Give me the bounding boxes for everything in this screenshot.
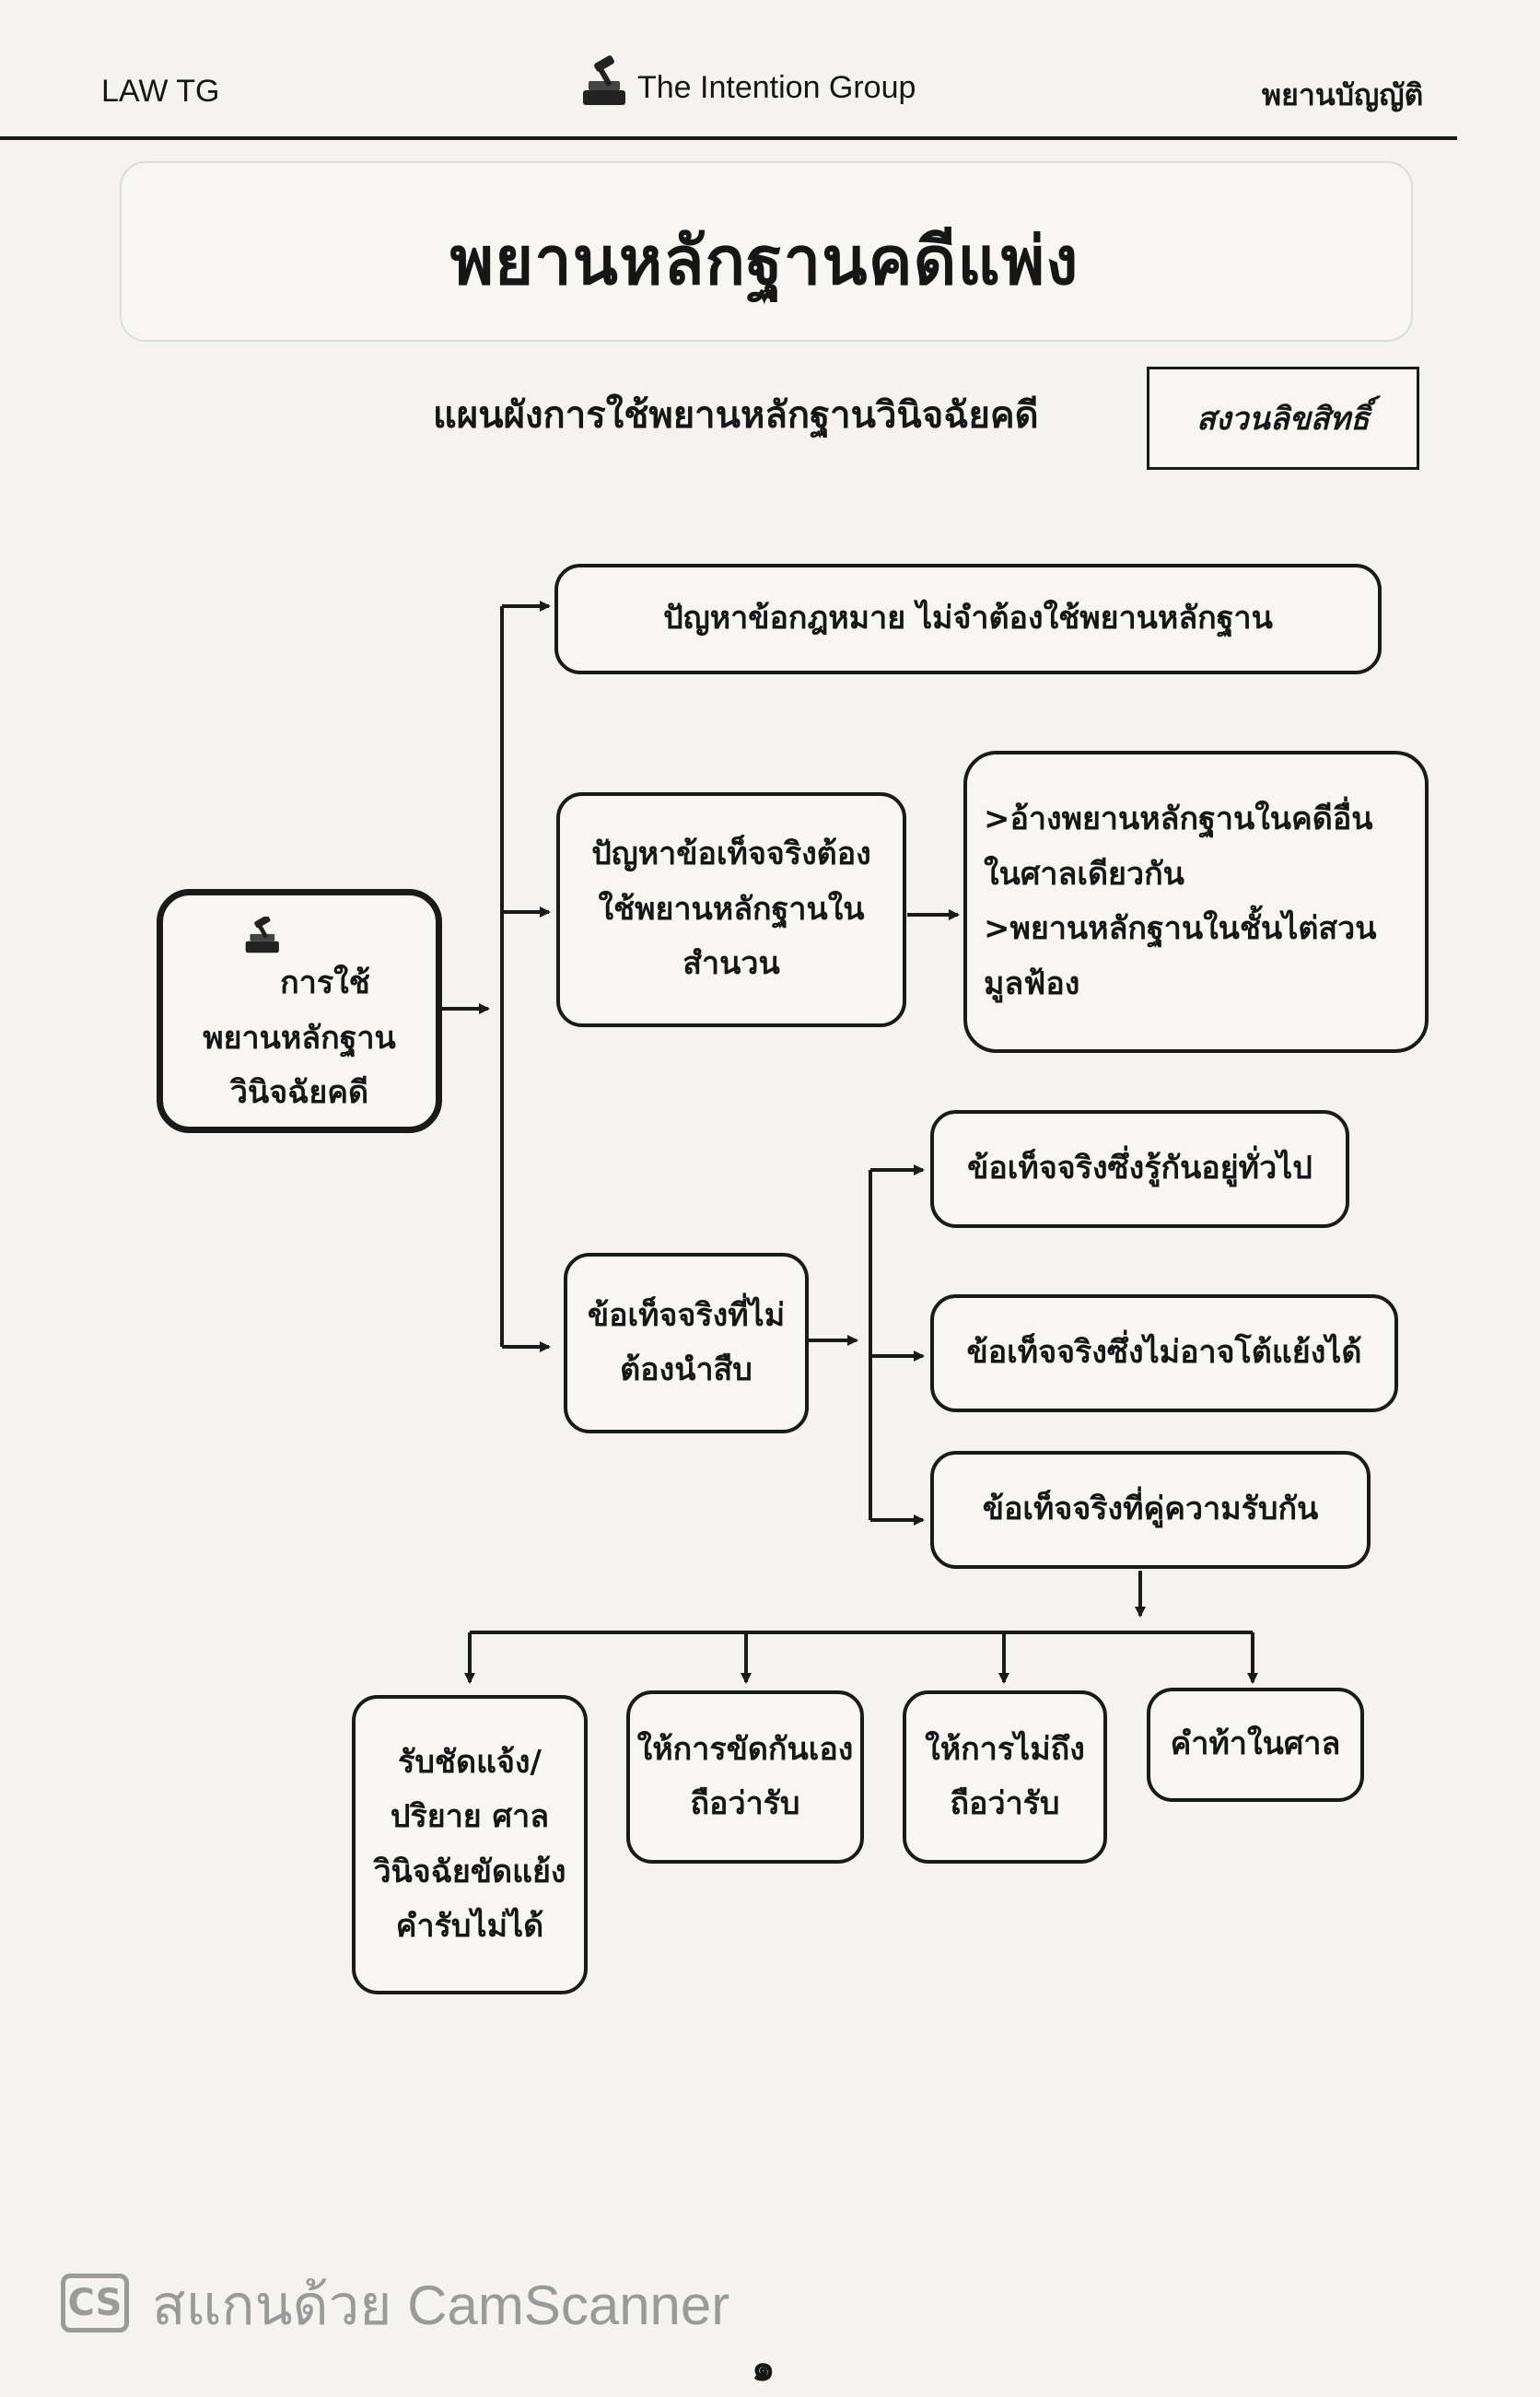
indisputable-fact-label: ข้อเท็จจริงซึ่งไม่อาจโต้แย้งได้ — [966, 1334, 1362, 1372]
page-number: ๑ — [752, 2347, 776, 2390]
known-fact-box: ข้อเท็จจริงซึ่งรู้กันอยู่ทั่วไป — [930, 1110, 1349, 1228]
contradictory-answer-label: ให้การขัดกันเอง ถือว่ารับ — [636, 1730, 854, 1823]
gavel-icon — [239, 861, 284, 953]
header-right-label: พยานบัญญัติ — [1262, 77, 1424, 112]
no-answer-box: ให้การไม่ถึง ถือว่ารับ — [903, 1690, 1107, 1864]
indisputable-fact-box: ข้อเท็จจริงซึ่งไม่อาจโต้แย้งได้ — [930, 1294, 1398, 1412]
no-proof-box: ข้อเท็จจริงที่ไม่ ต้องนำสืบ — [564, 1253, 809, 1433]
page-title: พยานหลักฐานคดีแพ่ง — [449, 222, 1079, 299]
scanner-watermark: สแกนด้วย CamScanner — [152, 2274, 730, 2336]
fact-evidence-label: ปัญหาข้อเท็จจริงต้อง ใช้พยานหลักฐานใน สำ… — [591, 836, 871, 983]
law-question-box: ปัญหาข้อกฎหมาย ไม่จำต้องใช้พยานหลักฐาน — [554, 564, 1382, 674]
fact-evidence-box: ปัญหาข้อเท็จจริงต้อง ใช้พยานหลักฐานใน สำ… — [556, 792, 906, 1027]
no-proof-label: ข้อเท็จจริงที่ไม่ ต้องนำสืบ — [587, 1296, 786, 1389]
gavel-logo-icon — [576, 53, 631, 111]
contradictory-answer-box: ให้การขัดกันเอง ถือว่ารับ — [626, 1690, 864, 1864]
explicit-admission-label: รับชัดแจ้ง/ ปริยาย ศาล วินิจฉัยขัดแย้ง ค… — [373, 1743, 566, 1946]
explicit-admission-box: รับชัดแจ้ง/ ปริยาย ศาล วินิจฉัยขัดแย้ง ค… — [352, 1695, 588, 1994]
law-question-label: ปัญหาข้อกฎหมาย ไม่จำต้องใช้พยานหลักฐาน — [663, 600, 1273, 637]
camscanner-logo-icon: CS — [61, 2274, 129, 2333]
title-panel — [120, 161, 1413, 342]
court-challenge-box: คำท้าในศาล — [1147, 1688, 1364, 1802]
admitted-fact-label: ข้อเท็จจริงที่คู่ความรับกัน — [982, 1491, 1319, 1528]
other-evidence-box: >อ้างพยานหลักฐานในคดีอื่น ในศาลเดียวกัน … — [963, 751, 1429, 1053]
other-evidence-label: >อ้างพยานหลักฐานในคดีอื่น ในศาลเดียวกัน … — [984, 801, 1377, 1002]
court-challenge-label: คำท้าในศาล — [1170, 1725, 1341, 1763]
root-label: การใช้ พยานหลักฐาน วินิจฉัยคดี — [203, 965, 396, 1111]
diagram-subtitle: แผนผังการใช้พยานหลักฐานวินิจฉัยคดี — [433, 394, 1039, 437]
admitted-fact-box: ข้อเท็จจริงที่คู่ความรับกัน — [930, 1451, 1371, 1569]
header-left-label: LAW TG — [101, 74, 220, 109]
brand-name: The Intention Group — [637, 70, 916, 105]
copyright-box: สงวนลิขสิทธิ์ — [1147, 367, 1419, 470]
header-rule — [0, 136, 1457, 140]
no-answer-label: ให้การไม่ถึง ถือว่ารับ — [925, 1730, 1085, 1823]
root-box: การใช้ พยานหลักฐาน วินิจฉัยคดี — [157, 889, 442, 1133]
known-fact-label: ข้อเท็จจริงซึ่งรู้กันอยู่ทั่วไป — [967, 1150, 1312, 1187]
